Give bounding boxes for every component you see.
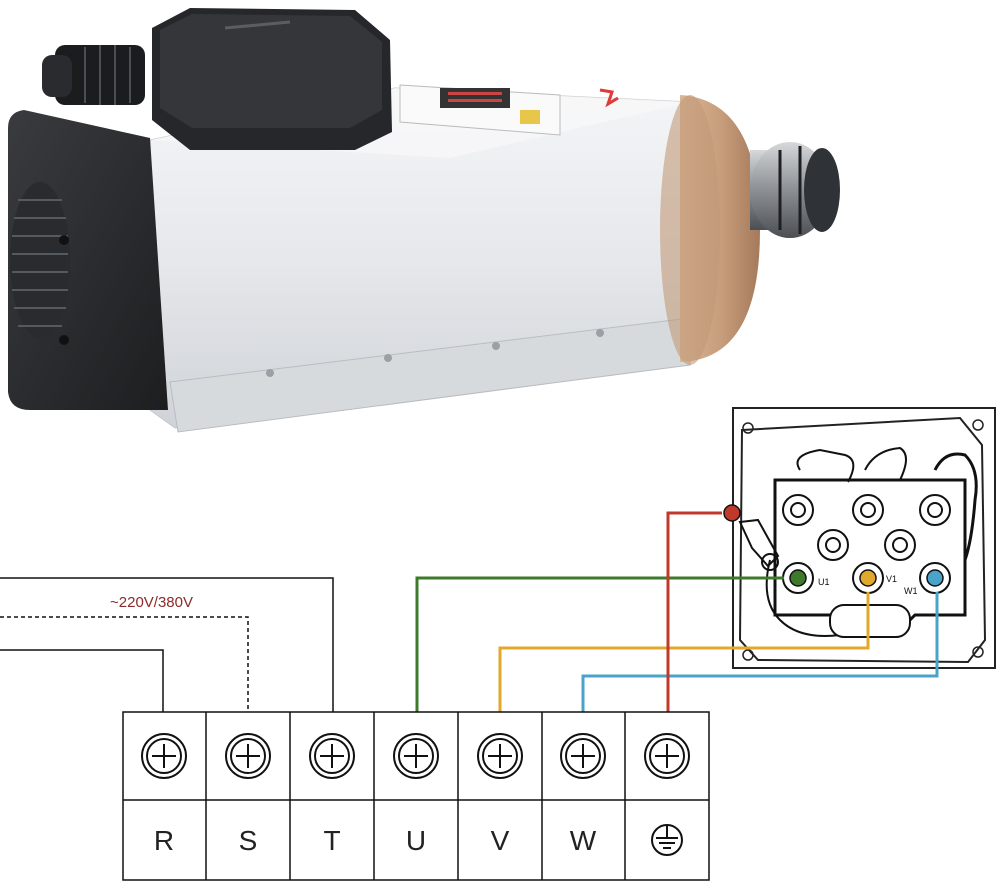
w1-connection-dot (926, 569, 944, 587)
pin-label-v1: V1 (886, 574, 897, 584)
wire-w (581, 592, 939, 712)
vfd-terminal-strip: R S T U V W (122, 711, 710, 881)
wire-v (498, 592, 870, 712)
terminal-label-r: R (154, 825, 174, 856)
terminal-screw-s (225, 733, 271, 779)
terminal-screw-v (477, 733, 523, 779)
wire-pe (666, 511, 722, 712)
terminal-label-s: S (239, 825, 258, 856)
u1-connection-dot (789, 569, 807, 587)
supply-lines (0, 577, 334, 712)
pin-label-w1: W1 (904, 586, 918, 596)
terminal-label-u: U (406, 825, 426, 856)
terminal-screw-r (141, 733, 187, 779)
pin-label-u1: U1 (818, 577, 830, 587)
terminal-label-v: V (491, 825, 510, 856)
ground-icon (651, 824, 683, 856)
terminal-screw-w (560, 733, 606, 779)
ground-connection-dot (723, 504, 741, 522)
v1-connection-dot (859, 569, 877, 587)
spindle-motor-image (8, 8, 840, 433)
motor-terminal-box: U1 V1 W1 (732, 407, 996, 669)
terminal-screw-t (309, 733, 355, 779)
supply-voltage-label: ~220V/380V (110, 594, 193, 611)
wire-u (415, 576, 784, 712)
terminal-screw-ground (644, 733, 690, 779)
terminal-screw-u (393, 733, 439, 779)
terminal-label-w: W (570, 825, 597, 856)
terminal-label-t: T (323, 825, 340, 856)
